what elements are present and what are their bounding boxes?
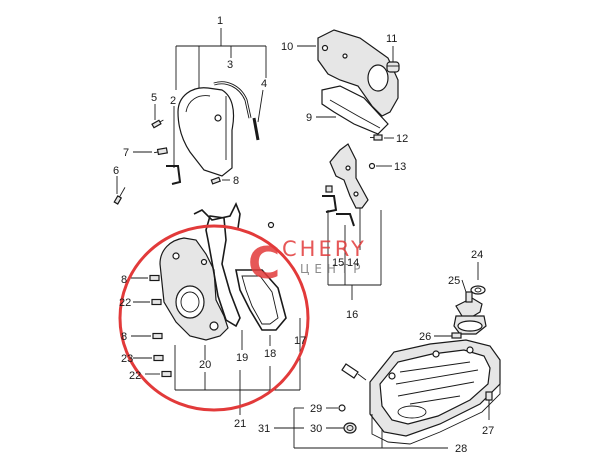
callout-8-left-a: 8 (121, 274, 127, 286)
callout-24: 24 (471, 249, 483, 261)
sealant-tube (341, 363, 367, 381)
drain-bolt-27 (485, 391, 493, 408)
callout-30: 30 (310, 423, 322, 435)
oil-pan (369, 339, 501, 445)
bolts-upper (113, 119, 221, 205)
callout-15: 15 (332, 257, 344, 269)
logo-monogram: C (248, 238, 280, 289)
bolts-left (149, 274, 172, 378)
callout-3: 3 (227, 59, 233, 71)
callout-29: 29 (310, 403, 322, 415)
timing-rear-plate (317, 29, 399, 117)
callout-8-left-b: 8 (121, 331, 127, 343)
gasket-18 (235, 269, 287, 331)
callout-31: 31 (258, 423, 270, 435)
plug-30 (343, 422, 357, 434)
callout-25: 25 (448, 275, 460, 287)
callout-28: 28 (455, 443, 467, 455)
callout-14: 14 (347, 257, 359, 269)
callout-2: 2 (170, 95, 176, 107)
gasket-18-inner (241, 275, 279, 325)
oil-pickup-assembly (453, 285, 487, 335)
callout-22-a: 22 (119, 297, 131, 309)
callout-20: 20 (199, 359, 211, 371)
callout-19: 19 (236, 352, 248, 364)
logo-subtitle: ЦЕНТР (300, 262, 366, 276)
leader-lines (116, 28, 490, 449)
seal-upper-17 (193, 202, 241, 229)
tensioner-bracket (322, 143, 369, 227)
callout-5: 5 (151, 92, 157, 104)
logo-brand: CHERY (282, 237, 367, 261)
timing-inner-plate (321, 85, 389, 135)
callout-4: 4 (261, 78, 267, 90)
callout-17: 17 (294, 335, 306, 347)
plug-11 (386, 61, 400, 73)
bolt-26 (451, 332, 462, 339)
callout-13: 13 (394, 161, 406, 173)
washer-29 (338, 404, 346, 412)
callout-labels: 1 2 3 4 5 6 7 8 9 10 11 12 13 14 15 16 1… (113, 15, 494, 455)
fitting-14 (267, 221, 275, 229)
timing-cover-seal-inner (213, 82, 251, 119)
callout-12: 12 (396, 133, 408, 145)
callout-21: 21 (234, 418, 246, 430)
bolt-12 (370, 134, 383, 141)
callout-7: 7 (123, 147, 129, 159)
lower-timing-cover (159, 237, 229, 341)
seal-strip (252, 117, 260, 141)
upper-timing-cover (177, 87, 235, 177)
watermark-logo: C CHERY ЦЕНТР (248, 237, 367, 289)
callout-8-top: 8 (233, 175, 239, 187)
callout-22-b: 22 (129, 370, 141, 382)
callout-9: 9 (306, 112, 312, 124)
highlight-circle (118, 224, 310, 412)
cover-bracket (166, 165, 182, 185)
callout-27: 27 (482, 425, 494, 437)
callout-23: 23 (121, 353, 133, 365)
callout-18: 18 (264, 348, 276, 360)
fitting-13 (368, 162, 376, 170)
callout-11: 11 (386, 33, 397, 45)
callout-26: 26 (419, 331, 431, 343)
callout-1: 1 (217, 15, 223, 27)
callout-16: 16 (346, 309, 358, 321)
callout-10: 10 (281, 41, 293, 53)
callout-6: 6 (113, 165, 119, 177)
